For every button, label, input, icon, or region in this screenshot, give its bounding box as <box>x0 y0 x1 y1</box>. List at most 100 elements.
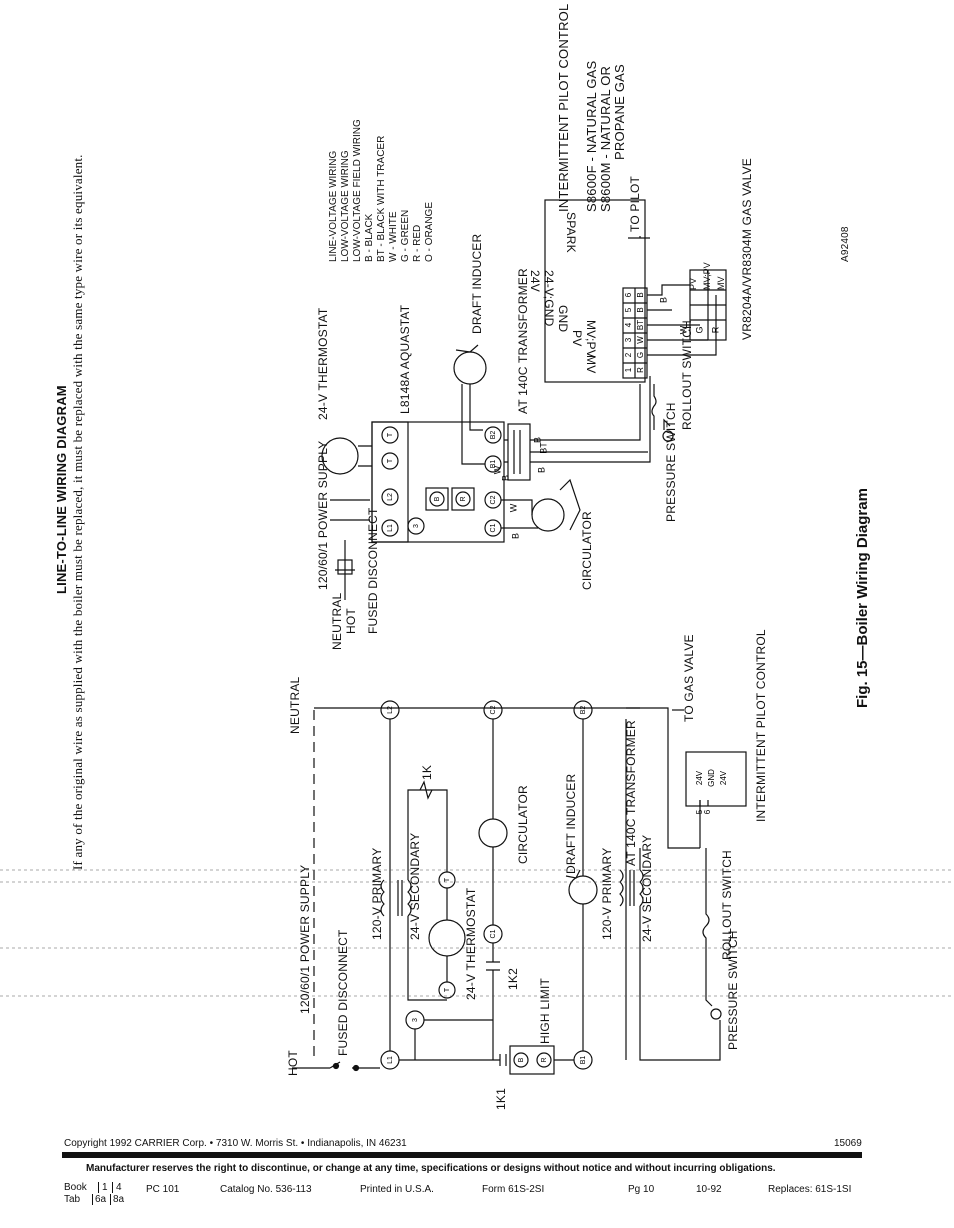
book-label: Book <box>64 1182 87 1193</box>
ipc-terminal-number-3: 4 <box>624 322 633 327</box>
top-node-label-6: T <box>387 458 394 463</box>
ipc-terminal-number-4: 5 <box>624 307 633 312</box>
ladder-secondary-2: 24-V SECONDARY <box>640 834 654 942</box>
ladder-hot: HOT <box>286 1050 300 1076</box>
ipc-title: INTERMITTENT PILOT CONTROL <box>556 3 571 212</box>
ladder-node-label-2: C1 <box>490 929 497 938</box>
ipc-line3: PROPANE GAS <box>612 64 627 160</box>
ladder-fused-disconnect: FUSED DISCONNECT <box>336 929 350 1056</box>
top-node-label-4: C2 <box>490 495 497 504</box>
ladder-ipc-term-2: 24V <box>719 770 728 785</box>
ipc-terminal-number-1: 2 <box>624 352 633 357</box>
node-b2 <box>484 426 502 444</box>
catalog-number: Catalog No. 536-113 <box>220 1184 312 1195</box>
legend-item-2: LOW-VOLTAGE FIELD WIRING <box>352 119 363 262</box>
primary-coil-1 <box>380 879 385 917</box>
contact-1k1 <box>499 1054 507 1066</box>
ipc-terminal-number-0: 1 <box>624 367 633 372</box>
ipc-terminal-color-4: B <box>636 307 645 312</box>
ipc-terminal-number-2: 3 <box>624 337 633 342</box>
top-node-label-3: C1 <box>490 523 497 532</box>
top-gas-valve: VR8204A/VR8304M GAS VALVE <box>740 158 754 340</box>
ladder-circulator <box>478 818 508 848</box>
top-rollout-switch: ROLLOUT SWITCH <box>680 320 694 430</box>
ladder-1k1: 1K1 <box>494 1088 508 1110</box>
rollout-switch-top <box>651 384 657 430</box>
ladder-node-label-4: B1 <box>580 1056 587 1065</box>
relay-1k-coil <box>419 780 433 800</box>
ladder-high-limit: HIGH LIMIT <box>538 977 552 1044</box>
legend-item-7: R - RED <box>412 224 423 262</box>
ipc-terminal-color-5: B <box>636 292 645 297</box>
node-b-box <box>425 487 449 511</box>
replacement-note: If any of the original wire as supplied … <box>70 154 85 870</box>
wire-letter-3: B <box>536 467 546 473</box>
top-draft-inducer: DRAFT INDUCER <box>470 233 484 334</box>
wire-letter-1: W <box>508 503 518 512</box>
ipc-terminal-color-2: W <box>636 336 645 344</box>
ladder-draft-inducer <box>568 875 598 905</box>
ladder-ipc: INTERMITTENT PILOT CONTROL <box>754 629 768 822</box>
top-node-label-1: L2 <box>387 493 394 501</box>
ladder-neutral: NEUTRAL <box>288 676 302 734</box>
ladder-ipc-term-0: 24V <box>695 770 704 785</box>
ladder-1k: 1K <box>420 764 434 780</box>
wire-letter-10: W <box>492 465 502 474</box>
ladder-thermostat: 24-V THERMOSTAT <box>464 887 478 1000</box>
ipc-term-24vgnd: 24-V;GND <box>542 270 556 327</box>
ladder-power-supply: 120/60/1 POWER SUPPLY <box>298 864 312 1014</box>
ladder-transformer: AT 140C TRANSFORMER <box>624 720 638 866</box>
replaces: Replaces: 61S-1SI <box>768 1184 852 1195</box>
node-t2 <box>381 452 399 470</box>
legend-item-0: LINE-VOLTAGE WIRING <box>328 150 339 262</box>
wire-letter-8: R <box>710 326 720 333</box>
top-power-supply: 120/60/1 POWER SUPPLY <box>316 440 330 590</box>
secondary-coil-1 <box>407 879 412 917</box>
top-node-label-8: R <box>460 496 467 501</box>
top-node-label-10: B2 <box>490 431 497 440</box>
top-neutral: NEUTRAL <box>330 592 344 650</box>
node-l2 <box>381 488 399 506</box>
ladder-circulator: CIRCULATOR <box>516 785 530 864</box>
ladder-ipc-pin-0: 5 <box>695 809 704 814</box>
ladder-node-label-10: R <box>541 1057 548 1062</box>
tab-label: Tab <box>64 1194 81 1205</box>
ipc-term-pv: PV <box>570 330 584 347</box>
ladder-node-label-3: C2 <box>490 705 497 714</box>
ladder-node-label-6: T <box>444 877 451 882</box>
legend-item-5: W - WHITE <box>388 211 399 262</box>
wire-letter-5: B <box>658 297 668 303</box>
ipc-terminal-color-0: R <box>636 367 645 373</box>
top-node-label-2: 3 <box>413 524 420 528</box>
ladder-primary-1: 120-V PRIMARY <box>370 847 384 940</box>
ipc-box-top <box>544 199 646 383</box>
ladder-primary-2: 120-V PRIMARY <box>600 847 614 940</box>
top-node-label-0: L1 <box>387 524 394 532</box>
draft-inducer-top <box>453 351 487 385</box>
ladder-node-label-1: L2 <box>387 706 394 714</box>
ipc-line2: S8600M - NATURAL OR <box>598 65 613 212</box>
page-number: Pg 10 <box>628 1184 655 1195</box>
heading: LINE-TO-LINE WIRING DIAGRAM <box>54 385 69 594</box>
legend-item-3: B - BLACK <box>364 213 375 262</box>
disclaimer: Manufacturer reserves the right to disco… <box>86 1163 776 1174</box>
ladder-node-label-9: B <box>518 1057 525 1062</box>
ipc-term-mvpv: MV;PV <box>584 320 598 358</box>
figure-caption: Fig. 15—Boiler Wiring Diagram <box>854 488 871 708</box>
node-r-box <box>451 487 475 511</box>
top-node-label-5: T <box>387 432 394 437</box>
gv-mv: MV <box>716 276 726 291</box>
figure-id: A92408 <box>840 226 851 262</box>
book-value-1: 1 <box>98 1182 111 1193</box>
pc-number: PC 101 <box>146 1184 180 1195</box>
legend-item-8: O - ORANGE <box>424 201 435 262</box>
ladder-to-gas-valve: TO GAS VALVE <box>682 634 696 722</box>
top-node-label-9: B1 <box>490 460 497 469</box>
secondary-coil-2 <box>639 869 644 907</box>
gv-pv: PV <box>688 277 698 290</box>
ipc-terminal-color-3: BT <box>636 320 645 330</box>
ladder-secondary-1: 24-V SECONDARY <box>408 832 422 940</box>
ladder-1k2: 1K2 <box>506 968 520 990</box>
top-hot: HOT <box>344 608 358 634</box>
